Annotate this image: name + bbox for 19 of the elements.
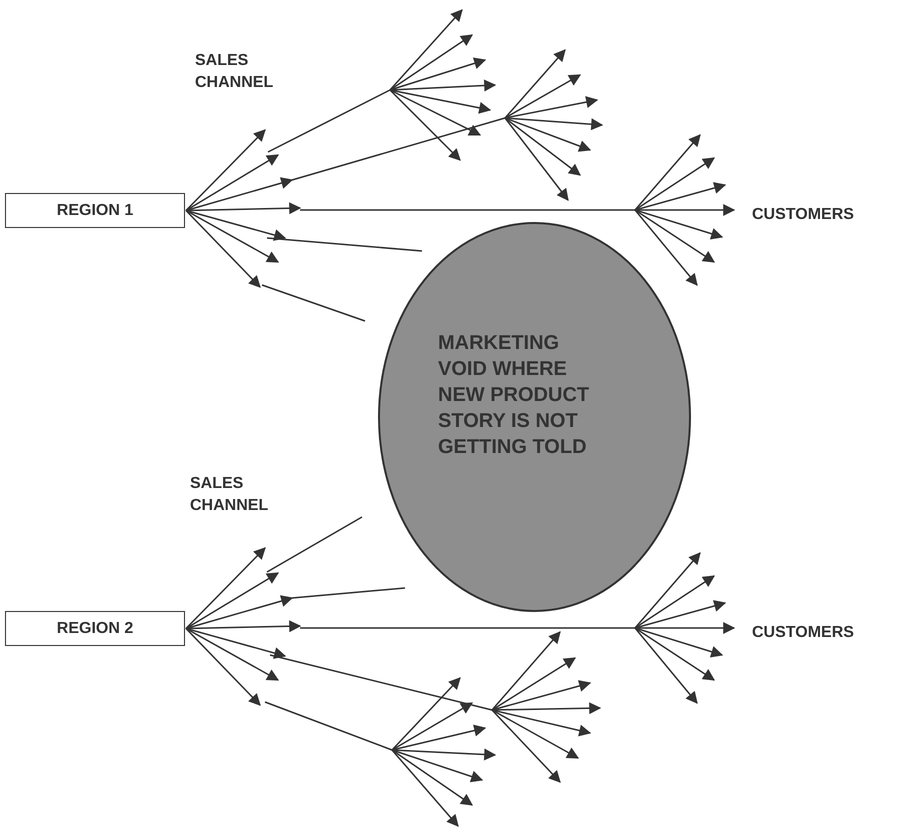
arrow: [186, 177, 294, 212]
arrow: [186, 210, 286, 241]
arrow: [185, 547, 266, 630]
arrow: [185, 129, 266, 212]
customers-label: CUSTOMERS: [752, 623, 855, 643]
circle-text: MARKETING VOID WHERE NEW PRODUCT STORY IS NOT GETTING TOLD: [438, 331, 590, 460]
arrow: [186, 628, 280, 681]
region-box: REGION 2: [5, 611, 185, 646]
arrow: [185, 210, 261, 288]
customers-label: CUSTOMERS: [752, 205, 855, 225]
arrow: [186, 595, 294, 630]
region-box: REGION 1: [5, 193, 185, 228]
channel-label: SALES CHANNEL: [190, 474, 270, 516]
arrow: [186, 154, 280, 212]
arrow: [186, 210, 280, 263]
arrow: [186, 572, 280, 630]
arrow: [186, 628, 286, 659]
channel-label: SALES CHANNEL: [195, 51, 274, 93]
arrow: [185, 628, 261, 706]
